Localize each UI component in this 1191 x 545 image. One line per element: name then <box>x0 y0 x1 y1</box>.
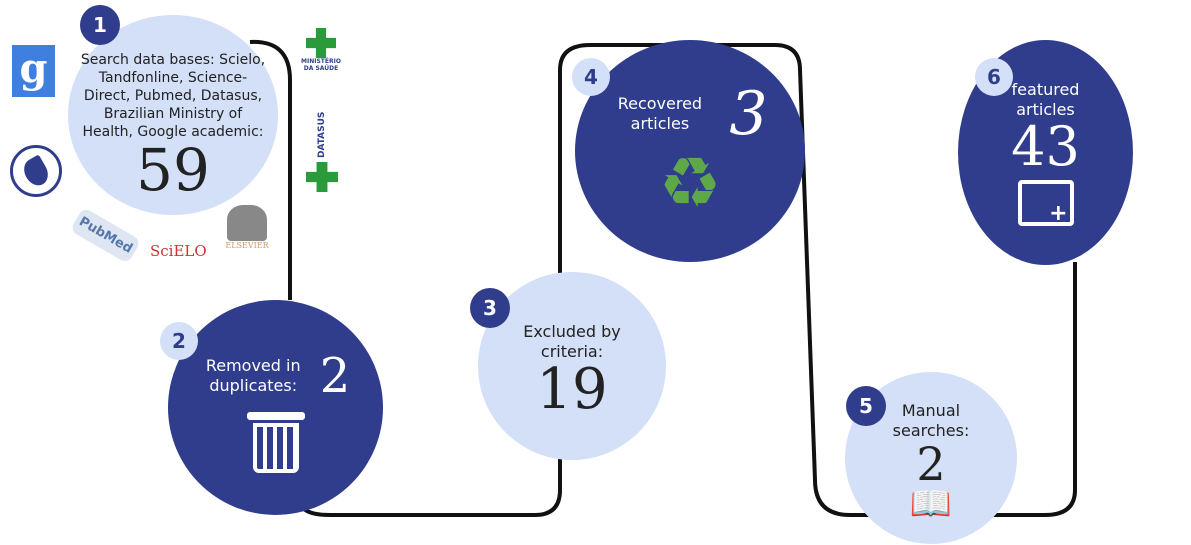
step-6-value: 43 <box>1011 114 1080 178</box>
folder-add-icon: + <box>1017 179 1074 226</box>
step-3-label: Excluded by criteria: <box>523 322 621 361</box>
trash-icon <box>246 411 305 474</box>
step-4-badge: 4 <box>572 58 610 96</box>
step-2-circle: Removed in duplicates: 2 <box>168 300 383 515</box>
step-5-value: 2 <box>916 437 946 491</box>
step-4-circle: Recovered articles 3 ♻ <box>575 40 805 262</box>
ministerio-saude-logo: MINISTÉRIO DA SAÚDE <box>300 28 342 72</box>
step-6-label: featured articles <box>1011 79 1080 119</box>
google-scholar-logo: g <box>12 45 55 97</box>
step-4-value: 3 <box>729 79 768 149</box>
tandfonline-logo <box>10 145 62 197</box>
step-1-value: 59 <box>136 136 210 204</box>
datasus-logo: DATASUS <box>304 110 340 192</box>
elsevier-logo: ELSEVIER <box>222 205 272 250</box>
step-3-value: 19 <box>536 357 608 422</box>
book-search-icon: 📖 <box>909 484 953 524</box>
recycle-icon: ♻ <box>658 142 722 224</box>
step-2-badge: 2 <box>160 322 198 360</box>
step-5-badge: 5 <box>846 386 886 426</box>
scielo-logo: SciELO <box>150 242 207 260</box>
step-4-label: Recovered articles <box>617 94 703 133</box>
step-6-circle: featured articles 43 + <box>958 40 1133 265</box>
step-5-label: Manual searches: <box>892 401 970 440</box>
step-1-badge: 1 <box>80 5 120 45</box>
step-2-label: Removed in duplicates: <box>205 355 301 395</box>
step-3-badge: 3 <box>470 288 510 328</box>
step-2-value: 2 <box>319 347 351 404</box>
step-1-label: Search data bases: Scielo, Tandfonline, … <box>80 52 266 140</box>
step-1-circle: Search data bases: Scielo, Tandfonline, … <box>68 15 278 215</box>
step-6-badge: 6 <box>975 58 1013 96</box>
